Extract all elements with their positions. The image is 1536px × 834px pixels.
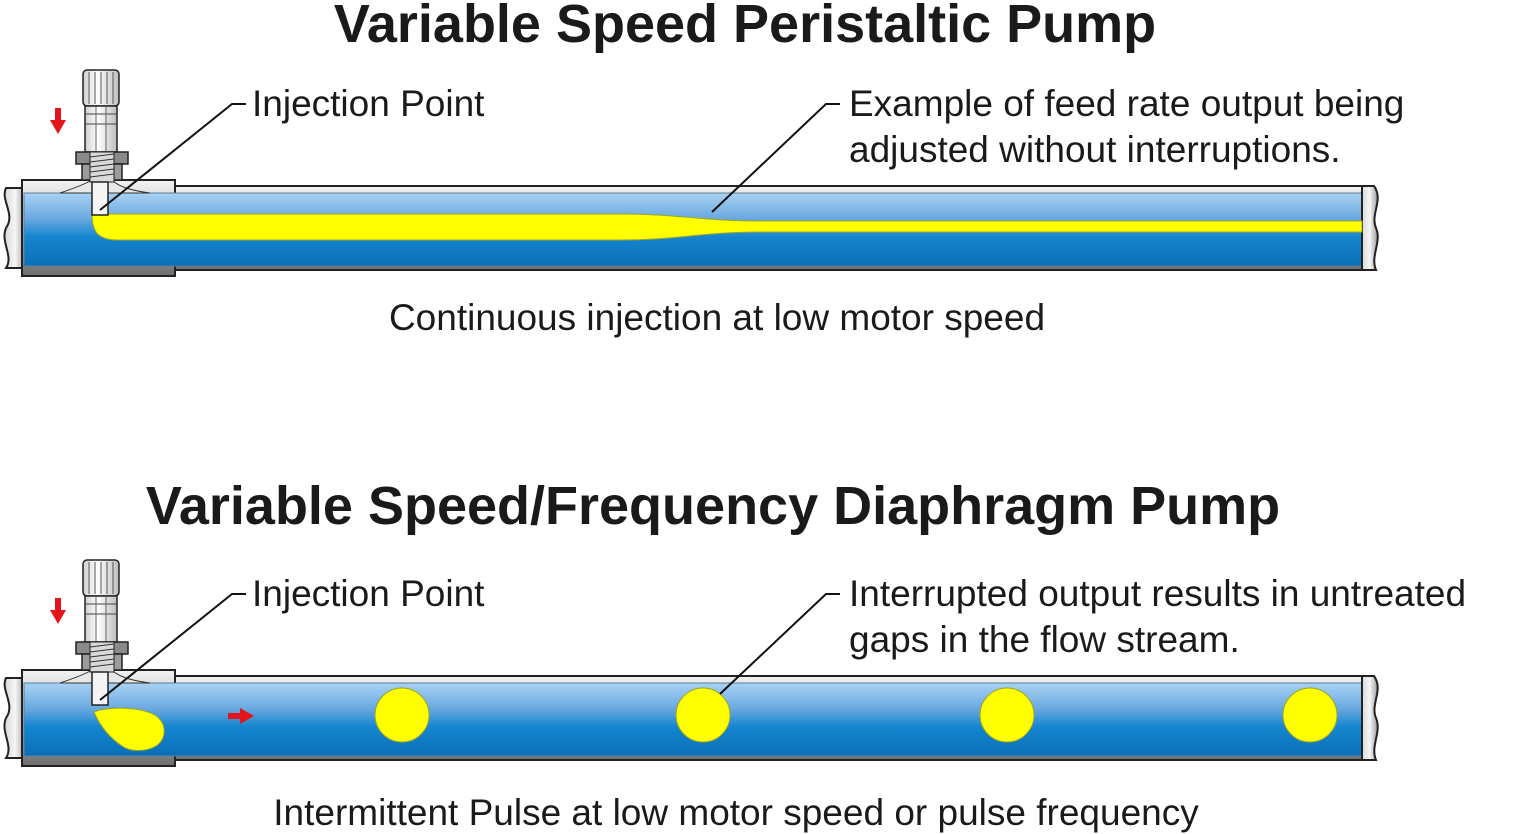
panel-caption: Continuous injection at low motor speed: [389, 297, 1045, 338]
injection-point-label: Injection Point: [252, 573, 485, 614]
injection-point-label: Injection Point: [252, 83, 485, 124]
chemical-pulse: [374, 687, 430, 743]
panel-caption: Intermittent Pulse at low motor speed or…: [273, 792, 1199, 833]
feed-rate-callout-leader: [711, 103, 840, 213]
callout-line-2: gaps in the flow stream.: [849, 619, 1240, 660]
chemical-blob: [93, 707, 165, 751]
callout-line-1: Example of feed rate output being: [849, 83, 1404, 124]
panel-title: Variable Speed/Frequency Diaphragm Pump: [146, 476, 1280, 536]
callout-line-2: adjusted without interruptions.: [849, 129, 1341, 170]
injection-point-leader: [99, 593, 246, 701]
panel-diaphragm: Variable Speed/Frequency Diaphragm Pump …: [3, 476, 1466, 833]
chemical-pulse: [1282, 687, 1338, 743]
gaps-callout-leader: [719, 593, 840, 695]
chemical-stream: [91, 213, 1363, 241]
chemical-pulse: [675, 687, 731, 743]
injection-arrow-down-icon: [50, 598, 66, 624]
panel-peristaltic: Variable Speed Peristaltic Pump Injectio…: [3, 0, 1404, 338]
panel-title: Variable Speed Peristaltic Pump: [334, 0, 1156, 54]
injection-arrow-down-icon: [50, 108, 66, 134]
injection-point-leader: [99, 103, 246, 211]
flow-direction-arrow-right-icon: [228, 708, 254, 724]
chemical-pulse: [979, 687, 1035, 743]
callout-line-1: Interrupted output results in untreated: [849, 573, 1466, 614]
